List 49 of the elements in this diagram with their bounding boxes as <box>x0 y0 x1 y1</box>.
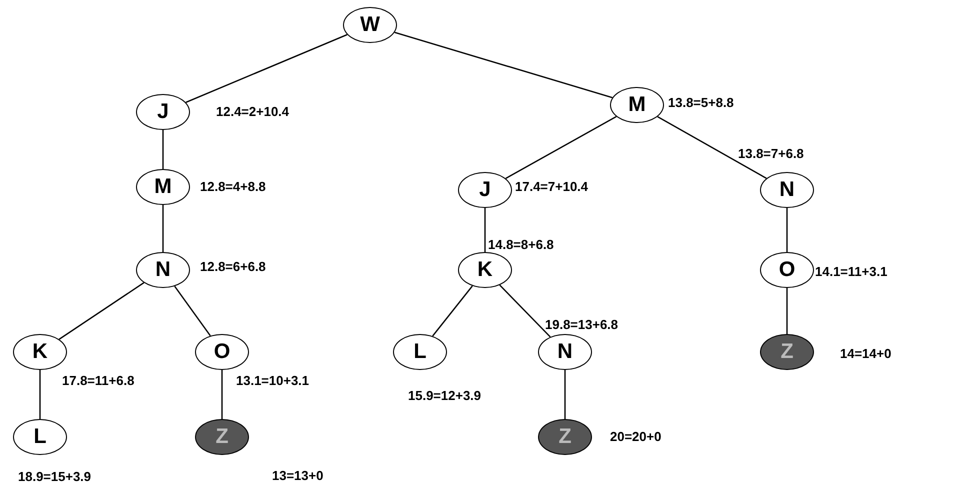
cost-label: 20=20+0 <box>610 430 662 443</box>
cost-label: 19.8=13+6.8 <box>545 318 618 331</box>
cost-label: 17.8=11+6.8 <box>62 374 134 387</box>
tree-node: N <box>760 172 814 208</box>
tree-node: J <box>136 94 190 130</box>
goal-node: Z <box>195 419 249 455</box>
tree-edge <box>174 286 211 336</box>
tree-edge <box>221 370 223 419</box>
tree-node: K <box>13 334 67 370</box>
tree-edge <box>186 34 348 103</box>
cost-label: 12.4=2+10.4 <box>216 105 290 118</box>
cost-label: 12.8=6+6.8 <box>200 260 266 273</box>
tree-node: L <box>13 419 67 455</box>
goal-node: Z <box>538 419 592 455</box>
cost-label: 13.8=7+6.8 <box>738 147 804 160</box>
tree-node: L <box>393 334 447 370</box>
tree-edge <box>484 208 486 252</box>
tree-node: J <box>458 172 512 208</box>
cost-label: 13.8=5+8.8 <box>668 96 734 109</box>
goal-node: Z <box>760 334 814 370</box>
tree-edge <box>162 130 164 169</box>
cost-label: 15.9=12+3.9 <box>408 389 482 402</box>
tree-edge <box>58 282 144 340</box>
cost-label: 14=14+0 <box>840 347 892 360</box>
tree-edge <box>564 370 566 419</box>
tree-edge <box>505 116 617 179</box>
cost-label: 14.8=8+6.8 <box>488 238 554 251</box>
tree-edge <box>162 205 164 252</box>
cost-label: 12.8=4+8.8 <box>200 180 266 193</box>
tree-edge <box>786 288 788 334</box>
tree-node: K <box>458 252 512 288</box>
cost-label: 13.1=10+3.1 <box>236 374 310 387</box>
tree-edge <box>432 286 473 336</box>
tree-node: N <box>136 252 190 288</box>
cost-label: 13=13+0 <box>272 469 324 482</box>
cost-label: 14.1=11+3.1 <box>815 265 888 278</box>
cost-label: 18.9=15+3.9 <box>18 470 92 483</box>
tree-node: N <box>538 334 592 370</box>
tree-edge <box>786 208 788 252</box>
tree-edge <box>394 32 613 98</box>
tree-node: O <box>195 334 249 370</box>
cost-label: 17.4=7+10.4 <box>515 180 588 193</box>
tree-node: M <box>136 169 190 205</box>
tree-node: M <box>610 87 664 123</box>
tree-node: O <box>760 252 814 288</box>
tree-node: W <box>343 7 397 43</box>
tree-edge <box>39 370 41 419</box>
tree-edge <box>499 284 551 338</box>
tree-edge <box>657 116 767 179</box>
